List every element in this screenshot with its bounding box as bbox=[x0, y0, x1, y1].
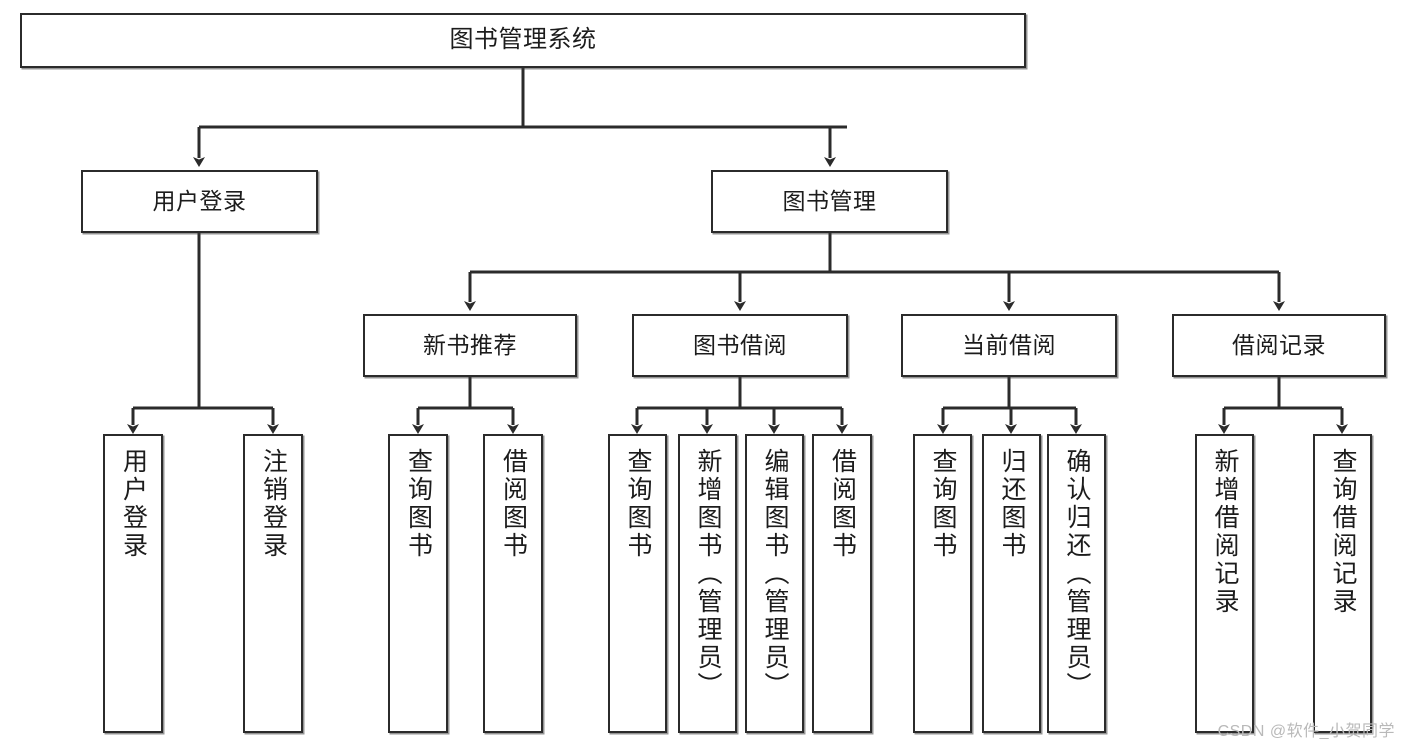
node-label: 归还图书 bbox=[998, 448, 1026, 560]
node-new-book-recommend[interactable]: 新书推荐 bbox=[363, 314, 577, 377]
node-leaf-user-login[interactable]: 用户登录 bbox=[103, 434, 163, 733]
node-label: 查询借阅记录 bbox=[1329, 448, 1357, 616]
node-leaf-add-borrow-record[interactable]: 新增借阅记录 bbox=[1195, 434, 1254, 733]
node-label: 编辑图书（管理员） bbox=[761, 448, 789, 700]
node-leaf-query-book-recommend[interactable]: 查询图书 bbox=[388, 434, 448, 733]
node-label: 新增借阅记录 bbox=[1211, 448, 1239, 616]
node-leaf-return-book[interactable]: 归还图书 bbox=[982, 434, 1041, 733]
node-label: 注销登录 bbox=[259, 448, 288, 560]
node-borrow-record[interactable]: 借阅记录 bbox=[1172, 314, 1386, 377]
node-book-management[interactable]: 图书管理 bbox=[711, 170, 948, 233]
node-book-borrow[interactable]: 图书借阅 bbox=[632, 314, 848, 377]
node-label: 图书管理 bbox=[782, 187, 877, 214]
node-leaf-edit-book-admin[interactable]: 编辑图书（管理员） bbox=[745, 434, 804, 733]
node-label: 借阅图书 bbox=[828, 448, 857, 560]
node-leaf-borrow-book[interactable]: 借阅图书 bbox=[812, 434, 872, 733]
node-label: 图书管理系统 bbox=[449, 26, 597, 54]
node-leaf-confirm-return-admin[interactable]: 确认归还（管理员） bbox=[1047, 434, 1106, 733]
node-label: 用户登录 bbox=[119, 448, 148, 560]
node-leaf-add-book-admin[interactable]: 新增图书（管理员） bbox=[678, 434, 737, 733]
node-user-login[interactable]: 用户登录 bbox=[81, 170, 318, 233]
node-label: 借阅记录 bbox=[1232, 331, 1326, 358]
node-label: 图书借阅 bbox=[693, 331, 787, 358]
node-label: 用户登录 bbox=[152, 187, 247, 214]
node-label: 新增图书（管理员） bbox=[694, 448, 722, 700]
node-label: 新书推荐 bbox=[423, 331, 517, 358]
node-label: 借阅图书 bbox=[499, 448, 528, 560]
node-leaf-query-borrow-record[interactable]: 查询借阅记录 bbox=[1313, 434, 1372, 733]
node-label: 查询图书 bbox=[624, 448, 652, 560]
node-leaf-logout[interactable]: 注销登录 bbox=[243, 434, 303, 733]
node-root-system[interactable]: 图书管理系统 bbox=[20, 13, 1026, 68]
node-label: 当前借阅 bbox=[962, 331, 1056, 358]
node-label: 查询图书 bbox=[929, 448, 957, 560]
node-leaf-query-book-current[interactable]: 查询图书 bbox=[913, 434, 972, 733]
node-label: 查询图书 bbox=[404, 448, 433, 560]
node-leaf-borrow-book-recommend[interactable]: 借阅图书 bbox=[483, 434, 543, 733]
node-current-borrow[interactable]: 当前借阅 bbox=[901, 314, 1117, 377]
node-leaf-query-book-borrow[interactable]: 查询图书 bbox=[608, 434, 667, 733]
node-label: 确认归还（管理员） bbox=[1063, 448, 1091, 700]
